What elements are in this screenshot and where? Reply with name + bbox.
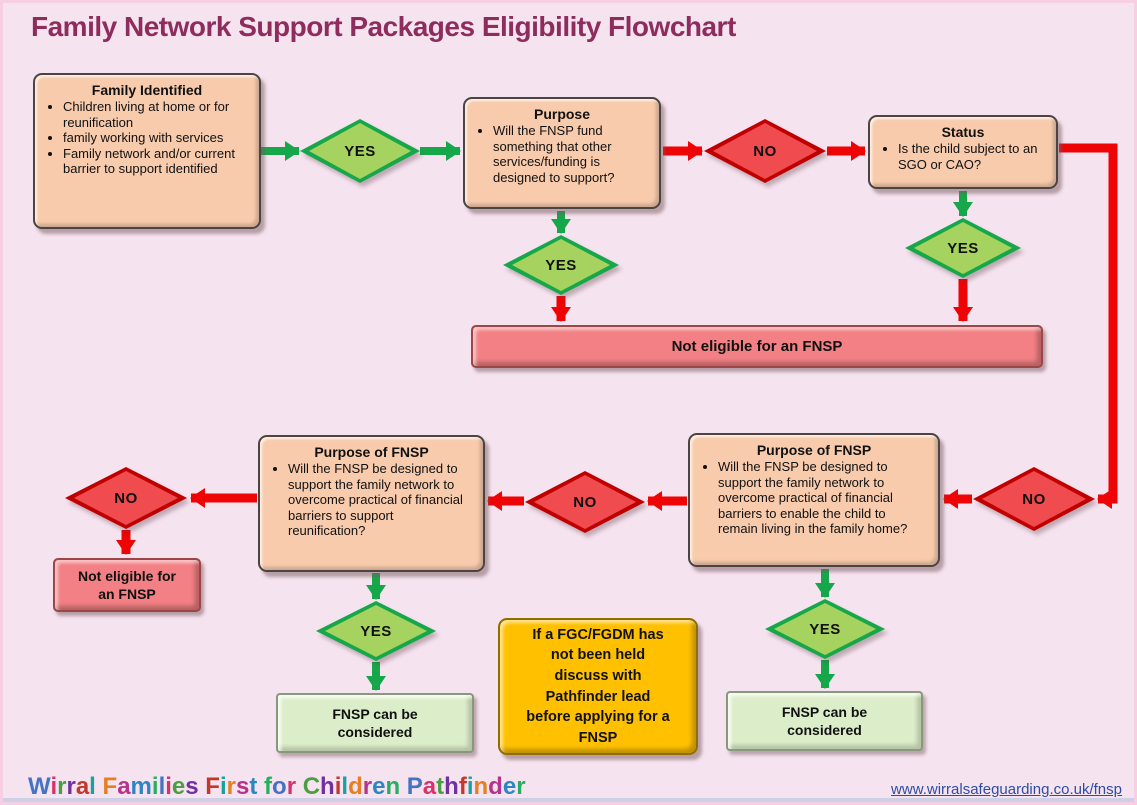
node-fnsp-considered-right: FNSP can be considered <box>726 691 923 751</box>
result-label: Not eligible for an FNSP <box>78 567 176 602</box>
decision-yes-below-purpose: YES <box>503 235 619 295</box>
node-family-identified: Family Identified Children living at hom… <box>33 73 261 229</box>
node-purpose: Purpose Will the FNSP fund something tha… <box>463 97 661 209</box>
decision-label: YES <box>809 620 841 638</box>
decision-label: NO <box>753 142 777 160</box>
node-fgc-note: If a FGC/FGDM has not been held discuss … <box>498 618 698 755</box>
node-bullets: Will the FNSP be designed to support the… <box>275 461 471 539</box>
flow-arrows <box>116 141 1118 691</box>
decision-label: YES <box>360 622 392 640</box>
node-purpose-fnsp-left: Purpose of FNSP Will the FNSP be designe… <box>258 435 485 572</box>
bottom-edge-strip <box>3 798 1134 802</box>
note-label: If a FGC/FGDM has not been held discuss … <box>526 626 670 746</box>
node-status: Status Is the child subject to an SGO or… <box>868 115 1058 189</box>
decision-no-middle: NO <box>525 471 645 533</box>
decision-no-right: NO <box>973 467 1095 531</box>
node-title: Purpose of FNSP <box>756 442 872 458</box>
node-not-eligible-small: Not eligible for an FNSP <box>53 558 201 612</box>
node-title: Purpose <box>533 106 590 122</box>
node-bullets: Will the FNSP be designed to support the… <box>705 459 926 537</box>
page-title: Family Network Support Packages Eligibil… <box>31 11 736 42</box>
result-label: FNSP can be considered <box>332 705 418 740</box>
decision-yes-below-status: YES <box>905 218 1021 278</box>
decision-yes-family: YES <box>300 119 420 183</box>
result-label: FNSP can be considered <box>781 703 868 738</box>
arrow-status-to-no-right <box>1059 143 1118 509</box>
node-purpose-fnsp-right: Purpose of FNSP Will the FNSP be designe… <box>688 433 940 567</box>
node-bullets: Will the FNSP fund something that other … <box>480 123 647 185</box>
footer-brand: Wirral Families First for Children Pathf… <box>28 773 526 800</box>
node-title: Status <box>941 124 985 140</box>
decision-label: YES <box>344 142 376 160</box>
decision-label: YES <box>545 256 577 274</box>
node-title: Family Identified <box>91 82 203 98</box>
decision-label: NO <box>573 493 597 511</box>
decision-label: YES <box>947 239 979 257</box>
node-title: Purpose of FNSP <box>314 444 429 460</box>
decision-label: NO <box>1022 490 1046 508</box>
decision-no-purpose: NO <box>704 119 826 183</box>
node-bullets: Children living at home or for reunifica… <box>50 99 247 177</box>
result-label: Not eligible for an FNSP <box>671 338 843 355</box>
footer-link[interactable]: www.wirralsafeguarding.co.uk/fnsp <box>891 781 1122 798</box>
node-not-eligible-bar: Not eligible for an FNSP <box>471 325 1043 368</box>
node-fnsp-considered-left: FNSP can be considered <box>276 693 474 753</box>
decision-label: NO <box>114 489 138 507</box>
decision-yes-bottom-left: YES <box>316 601 436 661</box>
node-bullets: Is the child subject to an SGO or CAO? <box>885 141 1044 172</box>
decision-no-left: NO <box>65 467 187 529</box>
decision-yes-bottom-right: YES <box>765 599 885 659</box>
